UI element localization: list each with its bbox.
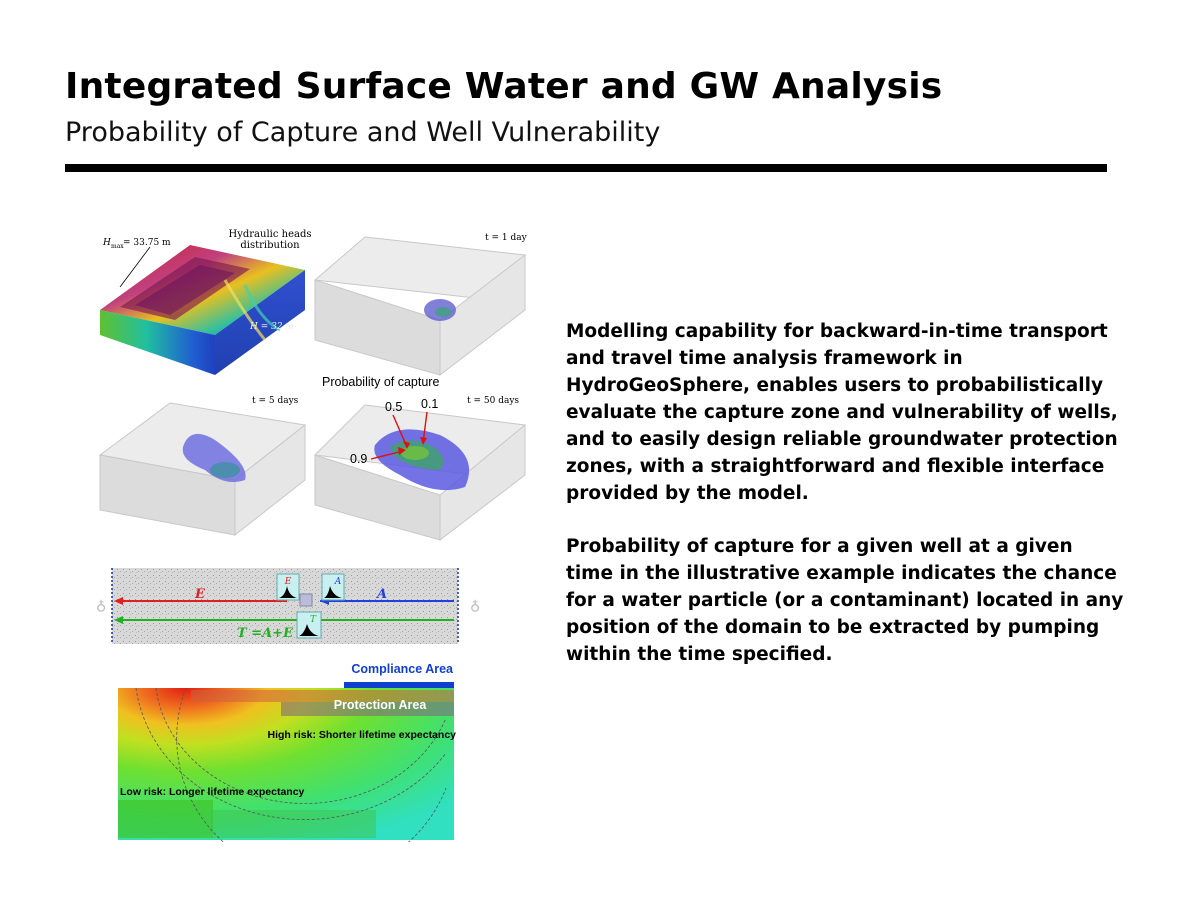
- h32-label: H = 32 m: [249, 322, 294, 332]
- risk-map: Compliance Area Protection Area High ris…: [116, 658, 461, 878]
- heads-caption-line1: Hydraulic heads: [229, 229, 312, 240]
- probability-caption: Probability of capture: [322, 375, 439, 389]
- block-t5: [98, 402, 307, 537]
- e-label: E: [194, 587, 206, 602]
- slide-subtitle: Probability of Capture and Well Vulnerab…: [65, 117, 661, 148]
- block-t1: [313, 236, 527, 377]
- slide-title: Integrated Surface Water and GW Analysis: [65, 66, 943, 107]
- hydraulic-heads-block: [100, 245, 305, 375]
- heads-caption-line2: distribution: [240, 240, 300, 251]
- age-diagram: ♁ ♁ E A T =A+E E A T: [92, 562, 490, 652]
- compliance-area-label: Compliance Area: [351, 662, 454, 676]
- prob-01-label: 0.1: [421, 397, 438, 411]
- t-equation: T =A+E: [237, 626, 294, 641]
- t50-label: t = 50 days: [467, 396, 519, 406]
- capture-probability-figure: H max = 33.75 m Hydraulic heads distribu…: [95, 225, 535, 545]
- t1-label: t = 1 day: [485, 233, 528, 243]
- protection-area-label: Protection Area: [334, 698, 428, 712]
- low-risk-label: Low risk: Longer lifetime expectancy: [120, 786, 305, 798]
- t-box-label: T: [310, 615, 317, 625]
- hmax-label: H: [102, 238, 111, 248]
- high-risk-label: High risk: Shorter lifetime expectancy: [268, 729, 457, 741]
- a-box-label: A: [334, 577, 342, 587]
- title-divider: [65, 164, 1107, 172]
- prob-09-label: 0.9: [350, 452, 367, 466]
- arrow-09: [370, 450, 404, 460]
- svg-text:♁: ♁: [96, 598, 106, 614]
- t5-label: t = 5 days: [252, 396, 299, 406]
- a-label: A: [375, 587, 387, 602]
- block-t50: [313, 404, 527, 542]
- e-box-label: E: [284, 577, 292, 587]
- hmax-subscript: max: [111, 243, 124, 250]
- description-paragraph-2: Probability of capture for a given well …: [566, 536, 1124, 665]
- svg-text:♁: ♁: [470, 598, 480, 614]
- prob-05-label: 0.5: [385, 400, 402, 414]
- well-icon: [299, 593, 313, 607]
- compliance-area-bar: [344, 682, 454, 688]
- description-paragraph-1: Modelling capability for backward-in-tim…: [566, 321, 1118, 504]
- hmax-value: = 33.75 m: [123, 238, 171, 248]
